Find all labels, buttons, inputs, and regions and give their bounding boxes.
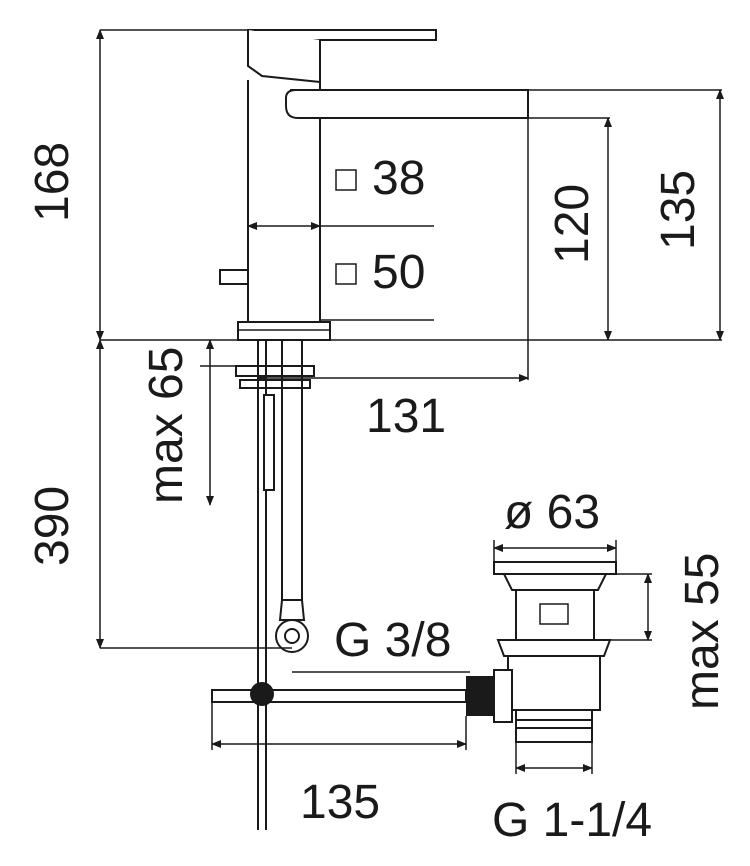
label-g-3-8: G 3/8	[334, 614, 451, 667]
drain-cap	[493, 561, 617, 575]
square-50-label: 50	[372, 246, 425, 299]
base-flange	[237, 321, 331, 341]
section-markers: 38 50	[247, 152, 434, 321]
label-diameter-63: ø 63	[504, 486, 600, 539]
waste-drain	[466, 561, 617, 743]
square-symbol-icon	[335, 263, 357, 285]
hose-connector	[278, 599, 306, 621]
faucet-body	[219, 29, 529, 341]
spout	[285, 89, 529, 119]
label-131: 131	[366, 390, 446, 443]
dimension-lines	[96, 29, 724, 774]
dimension-labels: 168 135 120 131 max 65 390 ø 63 max 55 G…	[26, 142, 729, 847]
rod-pivot	[250, 682, 274, 706]
label-g-1-1-4: G 1-1/4	[492, 794, 652, 847]
square-symbol-icon	[335, 169, 357, 191]
side-knob	[219, 269, 249, 285]
popup-rod	[211, 689, 467, 703]
label-135-height: 135	[652, 170, 705, 250]
lever-cap	[247, 30, 321, 84]
overflow-nut	[466, 676, 494, 716]
label-135-reach: 135	[300, 776, 380, 829]
square-38-label: 38	[372, 152, 425, 205]
label-max-55: max 55	[676, 553, 729, 710]
label-390: 390	[26, 486, 79, 566]
label-168: 168	[26, 142, 79, 222]
label-120: 120	[546, 184, 599, 264]
label-max-65: max 65	[140, 347, 193, 504]
